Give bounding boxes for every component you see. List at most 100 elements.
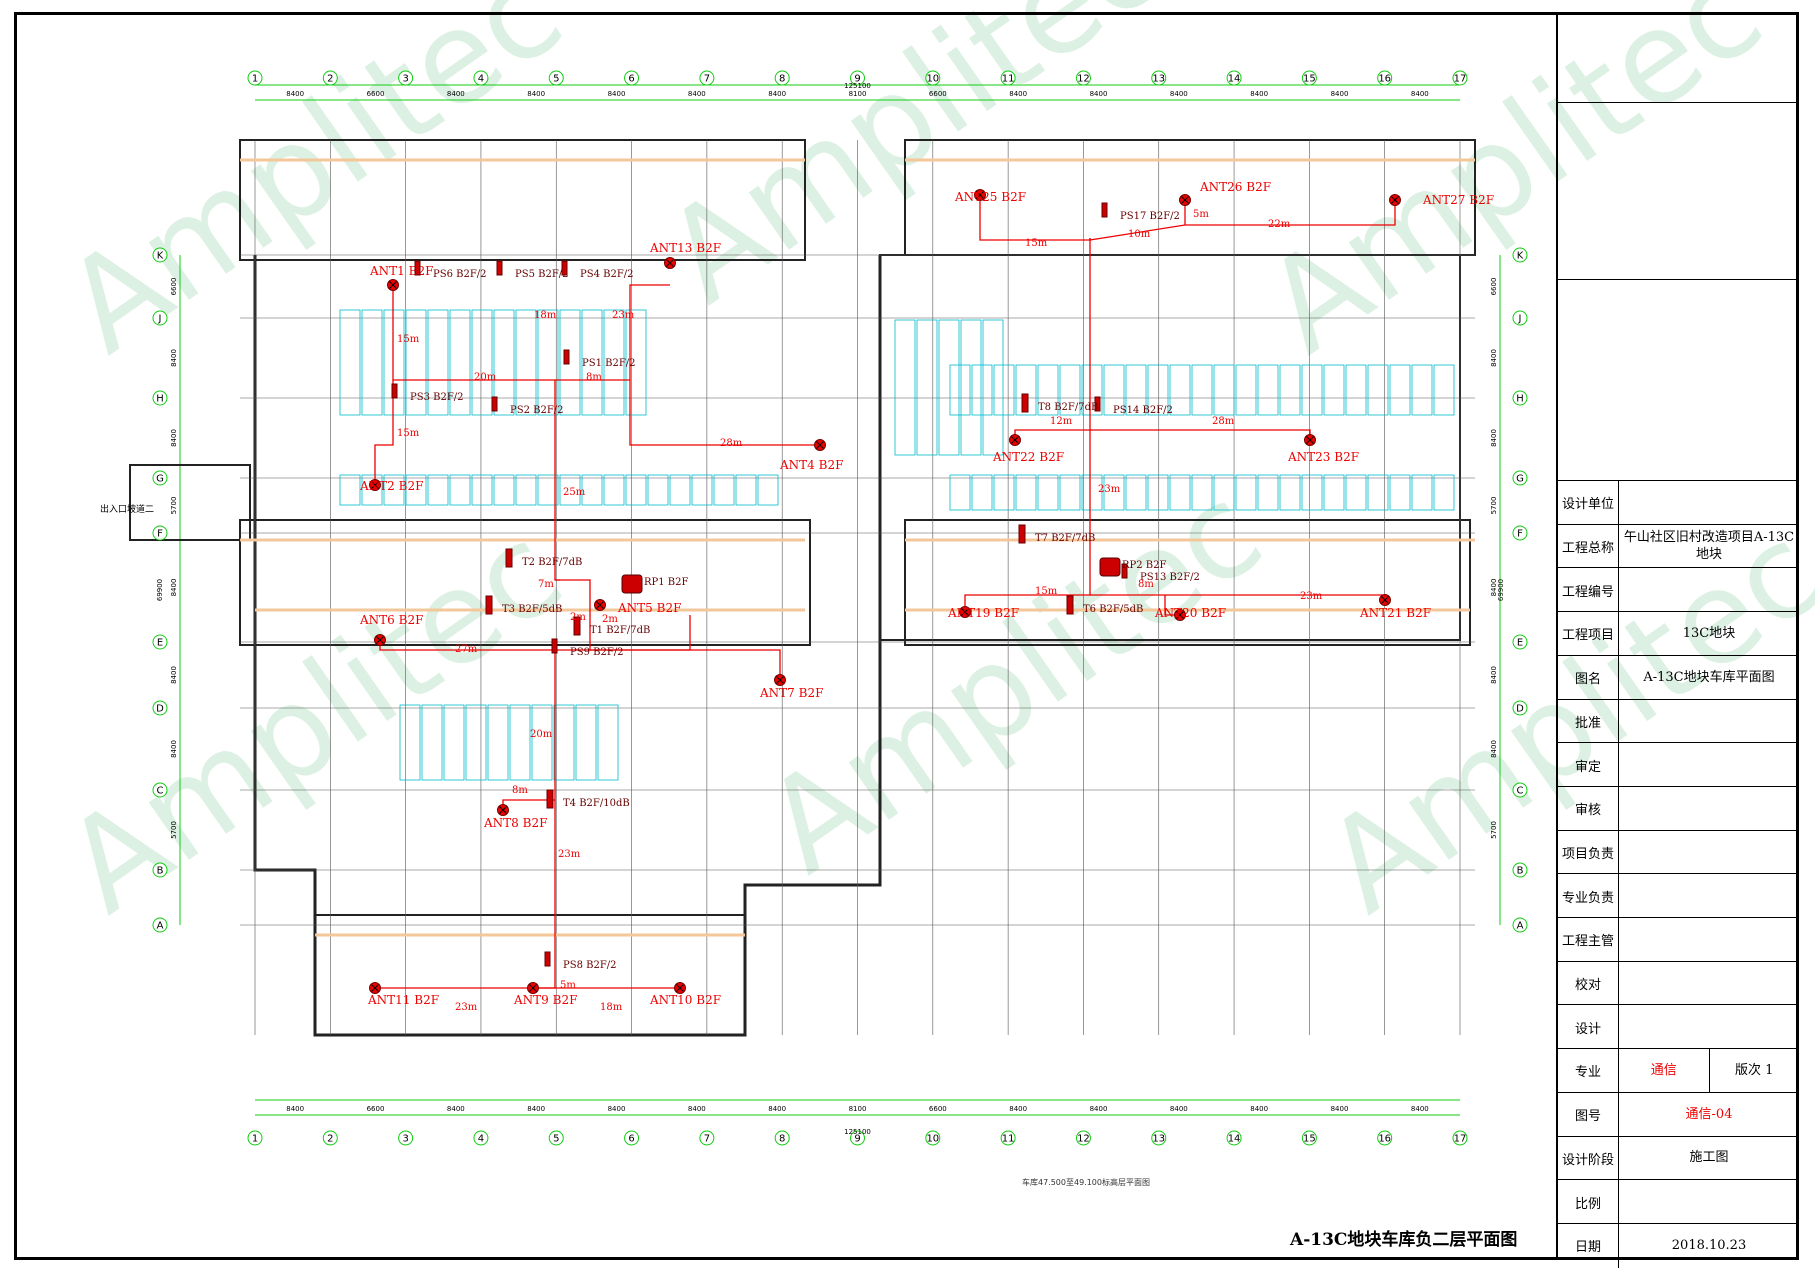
- title-block-row: 工程总称午山社区旧村改造项目A-13C地块: [1558, 523, 1799, 569]
- title-block-value: [1619, 787, 1799, 831]
- column-axis-label: 9: [854, 1134, 860, 1145]
- column-axis-label: 8: [779, 74, 785, 85]
- column-axis-label: 6: [628, 74, 634, 85]
- column-axis-label: 17: [1454, 74, 1467, 85]
- power-splitter: [1094, 396, 1101, 412]
- row-axis-marker: [1512, 247, 1528, 263]
- title-block-value: 2018.10.23: [1671, 1237, 1747, 1253]
- row-axis-label: J: [1518, 314, 1522, 325]
- power-splitter: [414, 260, 421, 276]
- dimension-label: 8400: [286, 1105, 304, 1113]
- title-block-divider: [1558, 102, 1799, 104]
- column-axis-label: 11: [1002, 1134, 1015, 1145]
- dimension-label: 8400: [1490, 349, 1498, 367]
- cable-length-label: 5m: [560, 980, 576, 991]
- column-axis-marker: [1226, 70, 1242, 86]
- coupler: [505, 548, 513, 568]
- column-axis-label: 1: [252, 1134, 258, 1145]
- title-block-row: 专业负责: [1558, 873, 1799, 918]
- row-axis-marker: [152, 470, 168, 486]
- title-block-label: 比例: [1558, 1180, 1619, 1224]
- dimension-label: 8400: [286, 90, 304, 98]
- title-block-label: 设计: [1558, 1005, 1619, 1050]
- row-axis-label: J: [158, 314, 162, 325]
- cable-length-label: 23m: [558, 849, 581, 860]
- column-axis-label: 13: [1152, 1134, 1165, 1145]
- antenna-label: ANT10 B2F: [649, 993, 721, 1007]
- rru-label: RP1 B2F: [644, 577, 689, 588]
- cable-length-label: 15m: [1035, 586, 1058, 597]
- coupler: [1018, 524, 1026, 544]
- cable-length-label: 15m: [1025, 238, 1048, 249]
- column-axis-marker: [398, 1130, 414, 1146]
- power-splitter: [544, 951, 551, 967]
- title-block-value: A-13C地块车库平面图: [1643, 669, 1775, 685]
- title-block-value: [1619, 1005, 1799, 1049]
- column-axis-label: 7: [704, 74, 710, 85]
- title-block-value: [1619, 1180, 1799, 1224]
- column-axis-marker: [1377, 1130, 1393, 1146]
- title-block-label: 专业: [1558, 1049, 1619, 1093]
- coupler: [573, 616, 581, 636]
- antenna-label: ANT6 B2F: [359, 613, 423, 627]
- cable-length-label: 12m: [1050, 416, 1073, 427]
- column-axis-label: 11: [1002, 74, 1015, 85]
- column-axis-label: 9: [854, 74, 860, 85]
- row-axis-marker: [152, 782, 168, 798]
- splitter-label: PS8 B2F/2: [563, 960, 617, 971]
- rru-unit: [621, 574, 643, 594]
- column-axis-marker: [1000, 1130, 1016, 1146]
- column-axis-marker: [1075, 70, 1091, 86]
- column-axis-marker: [247, 1130, 263, 1146]
- column-axis-marker: [322, 1130, 338, 1146]
- column-axis-marker: [1151, 70, 1167, 86]
- antenna-label: ANT20 B2F: [1154, 606, 1226, 620]
- dimension-label: 8400: [1250, 90, 1268, 98]
- dimension-label: 8400: [447, 90, 465, 98]
- row-axis-label: K: [1517, 251, 1524, 262]
- column-axis-label: 2: [327, 1134, 333, 1145]
- row-axis-marker: [1512, 862, 1528, 878]
- total-dimension-label: 69900: [1497, 579, 1505, 601]
- dimension-label: 8400: [170, 429, 178, 447]
- column-axis-marker: [247, 70, 263, 86]
- coupler-label: T8 B2F/7dB: [1038, 402, 1098, 413]
- dimension-label: 8400: [1490, 429, 1498, 447]
- title-block-extra: 版次 1: [1735, 1062, 1774, 1078]
- scale-note: 车库47.500至49.100标高层平面图: [1022, 1178, 1150, 1187]
- antenna-label: ANT11 B2F: [367, 993, 439, 1007]
- antenna-label: ANT21 B2F: [1359, 606, 1431, 620]
- dimension-label: 8400: [170, 579, 178, 597]
- row-axis-marker: [1512, 390, 1528, 406]
- dimension-label: 8400: [1009, 1105, 1027, 1113]
- title-block-row: 审定: [1558, 742, 1799, 787]
- title-block-row: 图号通信-04: [1558, 1091, 1799, 1137]
- column-axis-marker: [699, 70, 715, 86]
- title-block-label: 图号: [1558, 1092, 1619, 1137]
- cable-length-label: 23m: [1300, 591, 1323, 602]
- row-axis-marker: [1512, 700, 1528, 716]
- dimension-label: 6600: [367, 1105, 385, 1113]
- title-block-value: [1619, 918, 1799, 962]
- dimension-label: 8400: [1411, 90, 1429, 98]
- cable-length-label: 2m: [602, 614, 618, 625]
- title-block-label: 设计单位: [1558, 481, 1619, 525]
- row-axis-marker: [152, 525, 168, 541]
- antenna-label: ANT22 B2F: [992, 450, 1064, 464]
- row-axis-label: D: [156, 704, 164, 715]
- power-splitter: [491, 396, 498, 412]
- column-axis-marker: [398, 70, 414, 86]
- antenna-label: ANT9 B2F: [513, 993, 577, 1007]
- cable-length-label: 20m: [474, 372, 497, 383]
- column-axis-marker: [925, 70, 941, 86]
- row-axis-marker: [152, 390, 168, 406]
- title-block-value: [1619, 874, 1799, 918]
- column-axis-marker: [850, 70, 865, 86]
- power-splitter: [391, 383, 398, 399]
- dimension-label: 8400: [1411, 1105, 1429, 1113]
- title-block-value: 通信: [1619, 1049, 1710, 1093]
